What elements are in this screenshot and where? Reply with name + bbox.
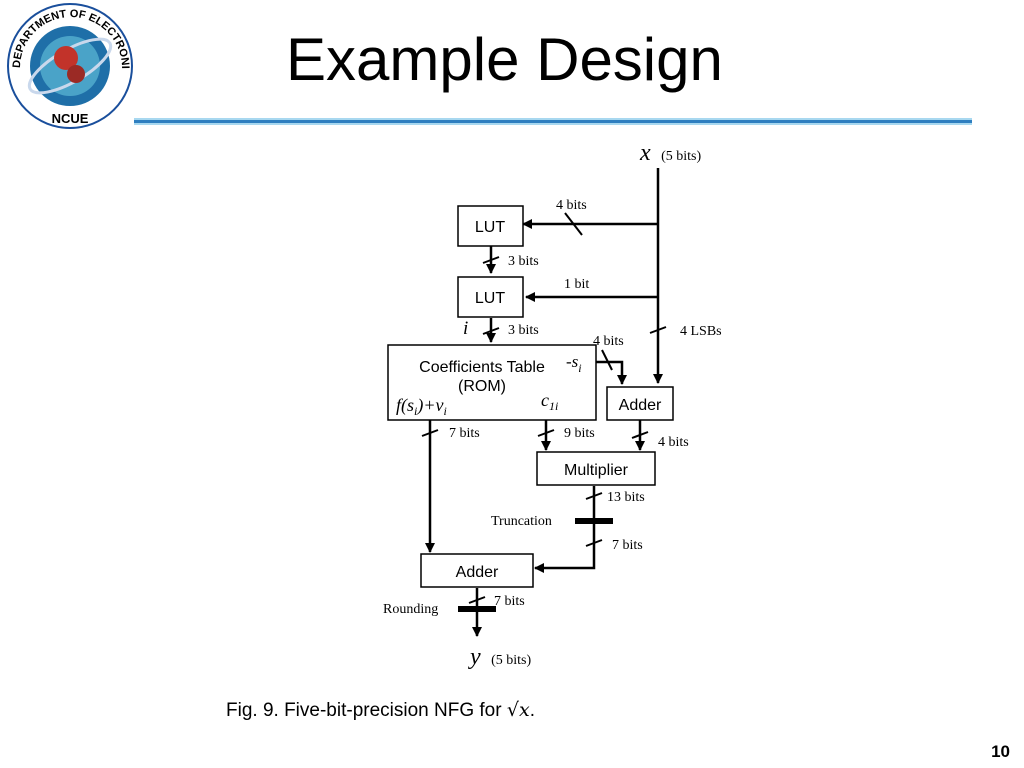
rom-block	[387, 344, 597, 421]
caption-period: .	[529, 700, 535, 721]
lut1-label: LUT	[475, 219, 505, 236]
bus-label-trunc-out: 7 bits	[612, 538, 643, 553]
lut2-block	[457, 276, 524, 318]
lut2-label: LUT	[475, 290, 505, 307]
bus-label-adder-out: 7 bits	[494, 594, 525, 609]
tick-x-lsbs	[649, 326, 667, 334]
tick-lut1-lut2	[482, 256, 500, 264]
bottom-adder-label: Adder	[456, 564, 499, 581]
bus-label-lut2-rom: 3 bits	[508, 323, 539, 338]
department-logo: DEPARTMENT OF ELECTRONIC ENGINEERING NCU…	[0, 0, 133, 129]
rounding-label: Rounding	[383, 602, 438, 617]
bus-label-neg-s: 4 bits	[593, 334, 624, 349]
lut1-block	[457, 205, 524, 247]
bus-label-adder-mult: 4 bits	[658, 435, 689, 450]
truncation-bar	[575, 518, 613, 524]
tick-mult-out	[585, 492, 603, 500]
rom-label-line1: Coefficients Table	[419, 359, 545, 376]
right-adder-block	[606, 386, 674, 421]
output-y-label: y (5 bits)	[468, 644, 531, 670]
rom-neg-s-label: -si	[566, 352, 582, 375]
rom-label-line2: (ROM)	[458, 378, 506, 395]
index-i-label: i	[463, 318, 468, 339]
tick-x-lut1	[564, 212, 583, 236]
truncation-label: Truncation	[491, 514, 552, 529]
bus-label-x-lut1: 4 bits	[556, 198, 587, 213]
rounding-bar	[458, 606, 496, 612]
tick-trunc-out	[585, 539, 603, 547]
multiplier-label: Multiplier	[564, 462, 629, 479]
bus-label-x-lut2: 1 bit	[564, 277, 589, 292]
bus-label-x-lsbs: 4 LSBs	[680, 324, 722, 339]
slide-title: Example Design	[286, 26, 723, 93]
title-rule	[134, 118, 972, 125]
bus-label-lut1-lut2: 3 bits	[508, 254, 539, 269]
bottom-adder-block	[420, 553, 534, 588]
tick-rom-mult	[537, 429, 555, 437]
caption-sqrt-x: √x	[506, 699, 530, 721]
rom-to-right-adder-line	[596, 360, 627, 385]
figure-caption: Fig. 9. Five-bit-precision NFG for √x.	[226, 699, 535, 722]
rom-left-output-label: f(si)+vi	[396, 395, 447, 418]
bus-label-mult-out: 13 bits	[607, 490, 645, 505]
tick-neg-s	[601, 349, 613, 371]
bus-label-rom-mult: 9 bits	[564, 426, 595, 441]
bus-label-rom-adder: 7 bits	[449, 426, 480, 441]
multiplier-to-adder-line	[534, 486, 596, 573]
tick-adder-mult	[631, 431, 649, 439]
input-x-label: x (5 bits)	[639, 140, 701, 166]
multiplier-block	[536, 451, 656, 486]
caption-text: Fig. 9. Five-bit-precision NFG for	[226, 700, 502, 721]
page-number: 10	[991, 742, 1010, 761]
right-adder-label: Adder	[619, 397, 662, 414]
tick-lut2-rom	[482, 327, 500, 335]
logo-bottom-text: NCUE	[52, 111, 89, 126]
rom-right-output-label: c1i	[541, 390, 558, 413]
tick-rom-left	[421, 429, 439, 437]
tick-adder-out	[468, 596, 486, 604]
